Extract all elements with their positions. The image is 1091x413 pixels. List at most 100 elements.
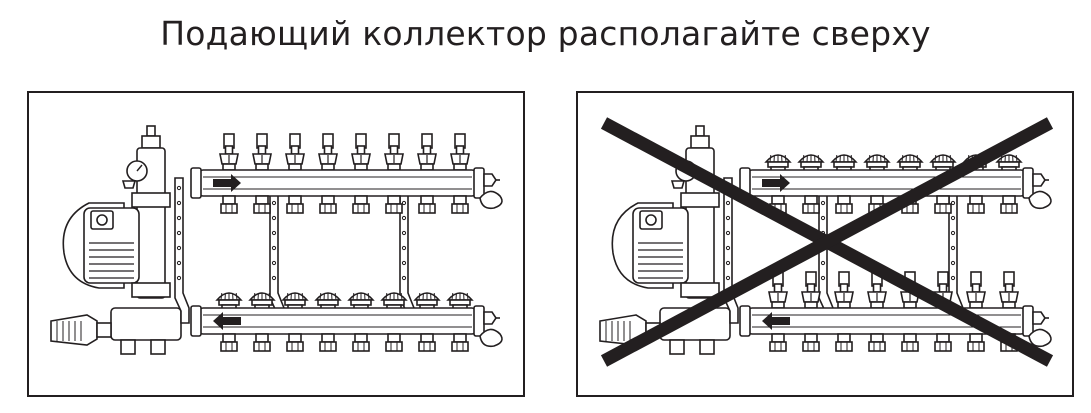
bracket-hole (950, 260, 956, 266)
valve-stem (384, 133, 404, 171)
manifold-illustration (50, 125, 503, 355)
flow-meter-rib (433, 292, 436, 301)
valve-stem-base (1002, 301, 1016, 309)
outlet-fitting (934, 195, 952, 214)
bracket-hole (176, 200, 182, 206)
bracket-hole (950, 275, 956, 281)
bracket-hole (271, 215, 277, 221)
valve-stem-neck (872, 283, 882, 293)
vent-body (141, 135, 161, 149)
outlet-fitting (967, 195, 985, 214)
pump-terminal-screw (645, 214, 657, 226)
valve-stem-base (453, 163, 467, 171)
valve-stem-base (903, 301, 917, 309)
valve-stem-base (288, 163, 302, 171)
flow-arrow-left (762, 312, 790, 330)
manifold-end-right (1022, 167, 1034, 199)
flow-meter-rib (220, 292, 223, 301)
flow-meter-rib (949, 154, 952, 163)
outlet-nut (253, 341, 271, 352)
valve-stem (417, 133, 437, 171)
valve-stem (318, 133, 338, 171)
manifold-bar (190, 133, 503, 214)
outlet-nut (802, 341, 820, 352)
outlet-nut (286, 341, 304, 352)
flow-meter-rib (850, 154, 853, 163)
thermometer-needle (136, 164, 143, 172)
outlet-fitting (253, 195, 271, 214)
bracket-hole (401, 275, 407, 281)
flow-meter-rib (868, 154, 871, 163)
flow-meter-rib (769, 154, 772, 163)
outlet-hex (936, 195, 950, 205)
bracket-hole (725, 275, 731, 281)
bracket-hole (271, 230, 277, 236)
outlet-hex (936, 333, 950, 343)
valve-stem (834, 271, 854, 309)
manifold-air-vent (483, 311, 497, 325)
outlet-nut (868, 341, 886, 352)
outlet-fitting (769, 333, 787, 352)
outlet-fitting (451, 333, 469, 352)
riser-fitting (131, 192, 171, 208)
outlet-nut (451, 203, 469, 214)
valve-stem-base (771, 301, 785, 309)
flow-arrow-left (213, 312, 241, 330)
thermostatic-head (50, 314, 98, 346)
manifold-drain-knob (1028, 190, 1052, 210)
outlet-nut (286, 203, 304, 214)
bracket-hole (725, 230, 731, 236)
manifold-end-right (1022, 305, 1034, 337)
outlet-hex (420, 195, 434, 205)
bracket-hole (950, 230, 956, 236)
outlet-fitting (319, 195, 337, 214)
outlet-nut (451, 341, 469, 352)
manifold-air-vent (1032, 311, 1046, 325)
outlet-fitting (868, 333, 886, 352)
outlet-nut (967, 203, 985, 214)
outlet-hex (837, 333, 851, 343)
manifold-end-left (739, 305, 751, 337)
bracket-hole (401, 245, 407, 251)
flow-meter-cap (380, 292, 408, 310)
flow-meter-rib (901, 154, 904, 163)
outlet-hex (969, 195, 983, 205)
bracket-hole (401, 230, 407, 236)
flow-meter-cap (830, 154, 858, 172)
bracket-hole (271, 245, 277, 251)
valve-stem (768, 271, 788, 309)
riser-fitting (131, 282, 171, 298)
vent-body (690, 135, 710, 149)
flow-meter-rib (883, 154, 886, 163)
valve-stem-base (870, 301, 884, 309)
manifold-air-vent (483, 173, 497, 187)
outlet-fitting (835, 195, 853, 214)
bracket-hole (725, 215, 731, 221)
outlet-hex (837, 195, 851, 205)
flow-meter-cap (929, 154, 957, 172)
flow-meter-rib (400, 292, 403, 301)
lower-outlet (120, 339, 136, 355)
outlet-fitting (220, 195, 238, 214)
valve-stem-neck (971, 283, 981, 293)
flow-meter-rib (301, 292, 304, 301)
cross-out-mark (600, 117, 1054, 367)
outlet-hex (222, 195, 236, 205)
thermometer-clip (121, 180, 137, 189)
outlet-fitting (220, 333, 238, 352)
bracket-hole (820, 215, 826, 221)
bracket-hole (271, 260, 277, 266)
mounting-bracket (174, 177, 190, 324)
lower-outlet (669, 339, 685, 355)
manifold-end-right (473, 305, 485, 337)
riser-fitting (680, 192, 720, 208)
outlet-fitting (286, 333, 304, 352)
bracket-hole (176, 185, 182, 191)
bracket-hole (725, 245, 731, 251)
bracket-hole (820, 260, 826, 266)
outlet-hex (1002, 195, 1016, 205)
outlet-fitting (418, 195, 436, 214)
flow-meter-rib (235, 292, 238, 301)
manifold-drain-knob (479, 190, 503, 210)
manifold-end-right (473, 167, 485, 199)
